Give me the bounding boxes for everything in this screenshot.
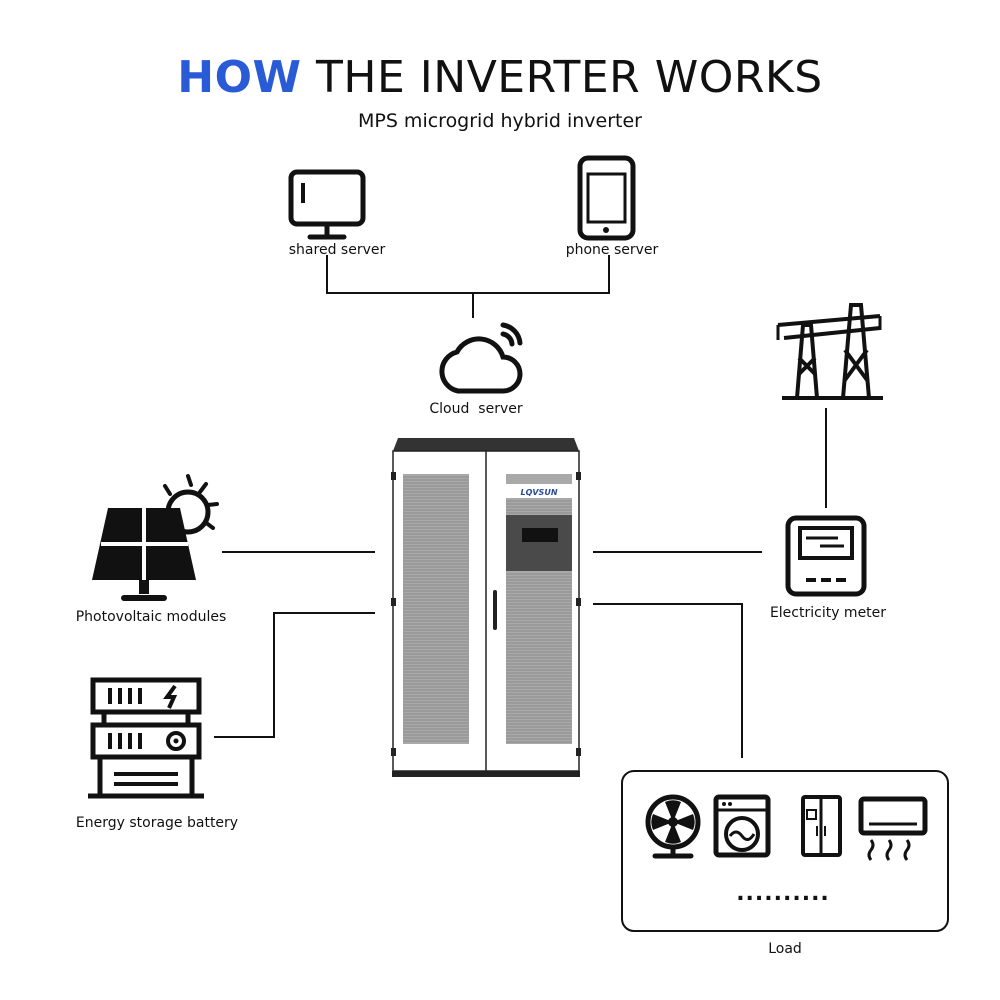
page-subtitle: MPS microgrid hybrid inverter — [357, 110, 642, 132]
solar-panel-icon — [92, 474, 219, 601]
page-title: HOW THE INVERTER WORKS — [0, 52, 1000, 104]
cloud-icon — [439, 322, 523, 394]
title-accent: HOW — [177, 52, 302, 103]
refrigerator-icon — [801, 795, 842, 857]
line-inverter-load — [593, 603, 743, 758]
line-servers-cloud — [326, 255, 610, 294]
inverter-cabinet — [391, 438, 581, 777]
washing-machine-icon — [713, 794, 771, 858]
label-meter: Electricity meter — [770, 605, 886, 621]
label-phone-server: phone server — [566, 242, 659, 258]
air-conditioner-icon — [858, 796, 928, 861]
load-box — [621, 770, 949, 932]
title-rest: THE INVERTER WORKS — [316, 52, 823, 103]
connection-lines — [214, 255, 827, 758]
label-load: Load — [768, 941, 802, 957]
monitor-icon — [288, 169, 366, 240]
label-shared-server: shared server — [289, 242, 386, 258]
load-ellipsis: .......... — [736, 881, 830, 906]
fan-icon — [645, 794, 701, 859]
label-cloud-server: Cloud server — [429, 401, 522, 417]
electricity-meter-icon — [785, 515, 867, 597]
battery-icon — [88, 677, 204, 799]
phone-icon — [577, 155, 636, 241]
label-photovoltaic: Photovoltaic modules — [76, 609, 227, 625]
label-battery: Energy storage battery — [76, 815, 238, 831]
line-battery-inverter — [214, 612, 375, 738]
transmission-tower-icon — [776, 303, 883, 400]
inverter-brand: LQVSUN — [520, 488, 557, 497]
